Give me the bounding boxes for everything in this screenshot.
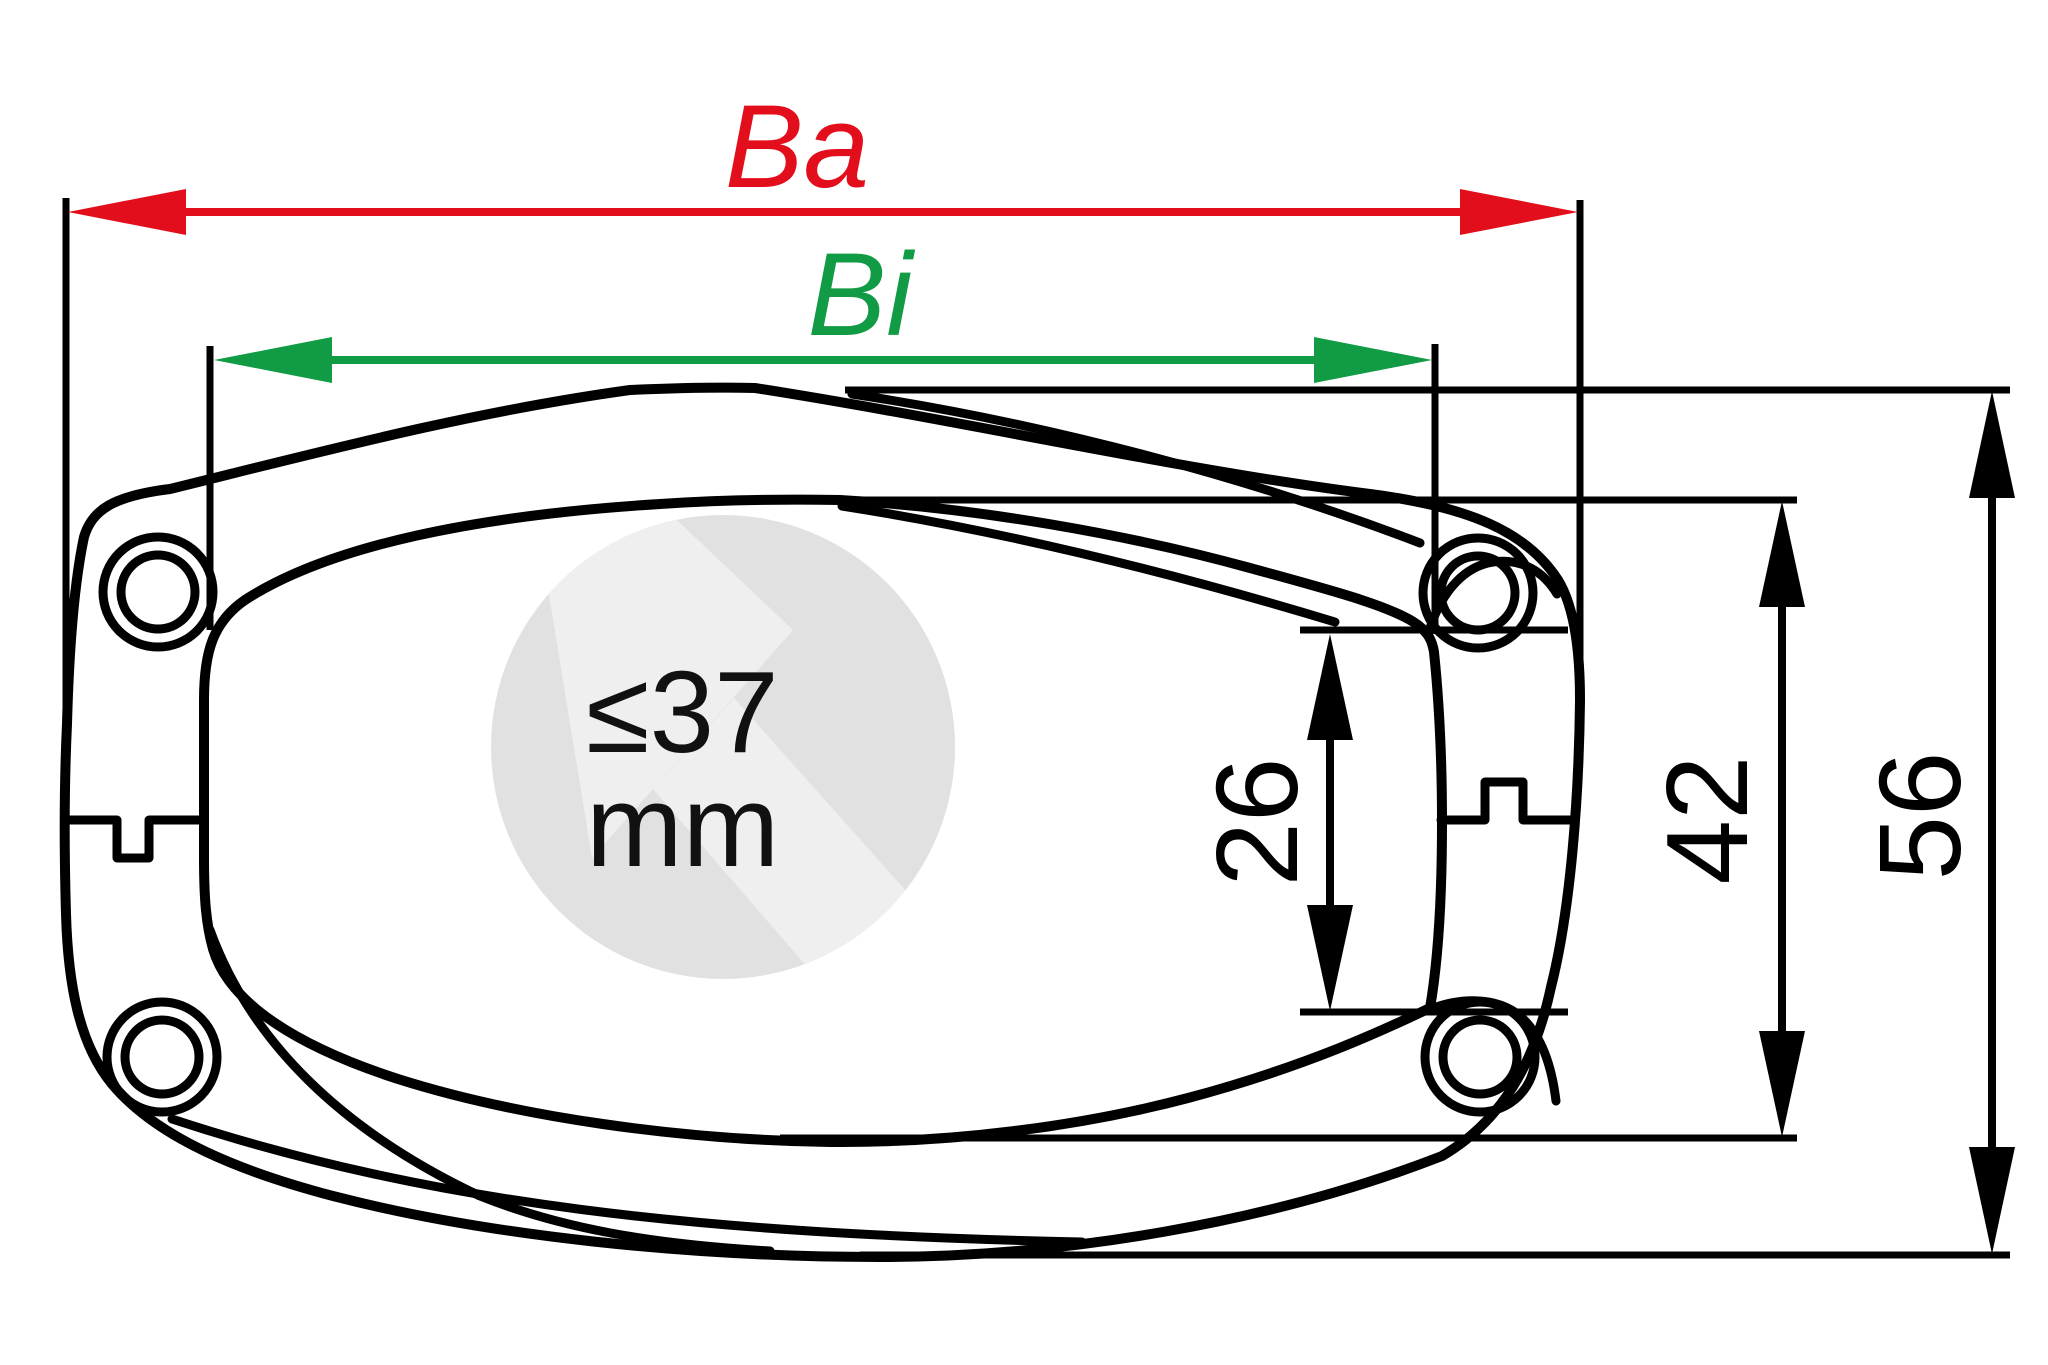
dimension-outer-width: Ba: [68, 81, 1578, 235]
profile-accent-bottom-outer: [167, 1114, 1087, 1247]
bi-dimension-label: Bi: [808, 229, 916, 361]
extension-lines: [62, 198, 2010, 1259]
bi-arrowhead-left: [214, 337, 332, 383]
dim-42-label: 42: [1642, 755, 1772, 884]
dim-56-label: 56: [1855, 751, 1985, 880]
dim-56-arrowhead-bottom: [1969, 1147, 2015, 1254]
mounting-hole-bottom-left: [102, 997, 222, 1117]
bi-arrowhead-right: [1314, 337, 1432, 383]
dimension-pocket-height: 26: [1192, 634, 1353, 1011]
outer-frame-outline: [59, 382, 1585, 1262]
ba-arrowhead-right: [1460, 189, 1578, 235]
max-size-note-line2: mm: [586, 761, 779, 891]
ba-arrowhead-left: [68, 189, 186, 235]
arrow-icon: [543, 515, 955, 979]
profile-accent-top-outer: [847, 389, 1425, 548]
max-size-note-line1: ≤37: [586, 647, 779, 777]
dimension-inner-width: Bi: [214, 229, 1432, 383]
ba-dimension-label: Ba: [725, 81, 869, 213]
mounting-hole-bottom-right: [1420, 997, 1540, 1117]
profile-accent-top-inner: [837, 501, 1340, 627]
dim-26-arrowhead-top: [1307, 634, 1353, 740]
dim-26-label: 26: [1192, 757, 1322, 886]
dimension-outer-height: 56: [1855, 391, 2015, 1254]
watermark: ≤37 mm: [491, 515, 955, 979]
part-outline-group: [59, 382, 1585, 1262]
dim-42-arrowhead-bottom: [1759, 1031, 1805, 1137]
dim-26-arrowhead-bottom: [1307, 905, 1353, 1011]
dim-42-arrowhead-top: [1759, 501, 1805, 607]
dim-56-arrowhead-top: [1969, 391, 2015, 498]
right-keyway-notch: [1436, 777, 1575, 825]
mounting-hole-top-left: [98, 532, 218, 652]
inner-opening-outline: [198, 494, 1447, 1148]
left-keyway-notch: [65, 815, 208, 863]
mounting-hole-top-right: [1418, 533, 1538, 653]
profile-accent-bottom-inner: [205, 925, 775, 1256]
dimension-inner-height: 42: [1642, 501, 1805, 1137]
